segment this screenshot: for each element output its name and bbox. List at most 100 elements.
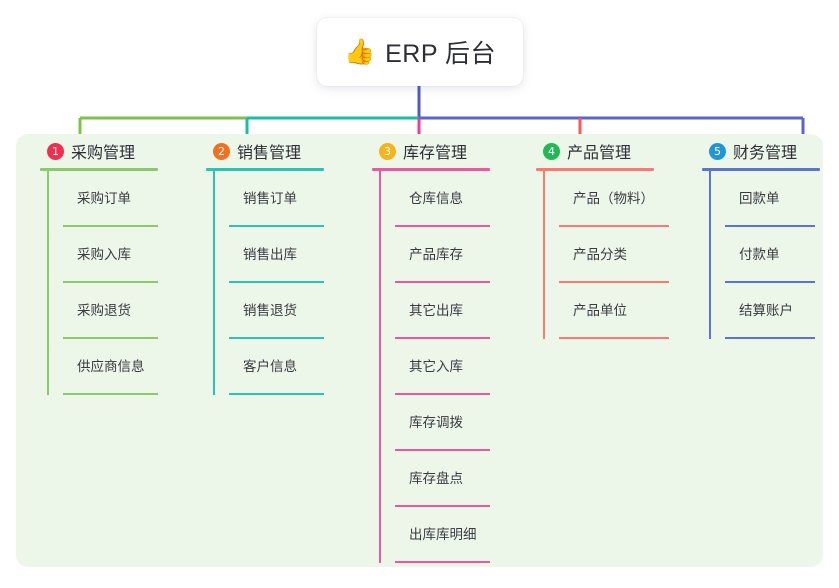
leaf-item-label: 结算账户: [739, 303, 793, 318]
leaf-item-label: 销售订单: [243, 191, 297, 206]
leaf-item[interactable]: 供应商信息: [63, 339, 158, 395]
leaf-item[interactable]: 采购入库: [63, 227, 158, 283]
leaf-item-label: 销售出库: [243, 247, 297, 262]
leaf-item[interactable]: 结算账户: [725, 283, 820, 339]
branch-header-purchase[interactable]: 1 采购管理: [24, 134, 158, 168]
leaf-item-underline: [725, 281, 815, 283]
leaf-item[interactable]: 采购订单: [63, 171, 158, 227]
leaf-item-label: 采购订单: [77, 191, 131, 206]
leaf-item-underline: [229, 337, 324, 339]
leaf-item-label: 采购入库: [77, 247, 131, 262]
leaf-item[interactable]: 库存调拨: [395, 395, 490, 451]
branch-header-product[interactable]: 4 产品管理: [520, 134, 654, 168]
root-node-title: ERP 后台: [385, 40, 497, 68]
leaf-item[interactable]: 销售订单: [229, 171, 324, 227]
branch-title-purchase: 采购管理: [71, 145, 136, 162]
branch-badge-purchase: 1: [47, 142, 64, 160]
root-node-content: 👍 ERP 后台: [344, 34, 496, 70]
branch-items-inventory: 仓库信息产品库存其它出库其它入库库存调拨库存盘点出库库明细: [379, 171, 490, 563]
leaf-item-underline: [559, 281, 669, 283]
leaf-item[interactable]: 其它入库: [395, 339, 490, 395]
leaf-item[interactable]: 产品单位: [559, 283, 669, 339]
branch-title-finance: 财务管理: [733, 145, 798, 162]
leaf-item-label: 产品库存: [409, 247, 463, 262]
leaf-item-underline: [63, 393, 158, 395]
branch-column-purchase: 1 采购管理采购订单采购入库采购退货供应商信息: [24, 134, 158, 395]
leaf-item-label: 产品（物料）: [573, 191, 654, 206]
branch-column-inventory: 3 库存管理仓库信息产品库存其它出库其它入库库存调拨库存盘点出库库明细: [356, 134, 490, 563]
leaf-item-label: 采购退货: [77, 303, 131, 318]
branch-column-sales: 2 销售管理销售订单销售出库销售退货客户信息: [190, 134, 324, 395]
branch-header-sales[interactable]: 2 销售管理: [190, 134, 324, 168]
leaf-item-underline: [63, 337, 158, 339]
thumbs-up-icon: 👍: [343, 37, 376, 66]
branch-items-finance: 回款单付款单结算账户: [709, 171, 820, 339]
leaf-item-label: 回款单: [739, 191, 780, 206]
leaf-item-underline: [725, 225, 815, 227]
leaf-item-underline: [725, 337, 815, 339]
leaf-item-label: 库存盘点: [409, 471, 463, 486]
branch-trunk-sales: [213, 171, 215, 395]
leaf-item-underline: [229, 393, 324, 395]
branch-title-inventory: 库存管理: [403, 145, 468, 162]
leaf-item[interactable]: 付款单: [725, 227, 820, 283]
leaf-item-underline: [395, 561, 490, 563]
branch-badge-inventory: 3: [379, 142, 396, 160]
leaf-item-label: 付款单: [739, 247, 780, 262]
branch-badge-product: 4: [543, 142, 560, 160]
leaf-item[interactable]: 产品（物料）: [559, 171, 669, 227]
branch-trunk-finance: [709, 171, 711, 339]
leaf-item[interactable]: 回款单: [725, 171, 820, 227]
leaf-item-label: 供应商信息: [77, 359, 145, 374]
branch-title-sales: 销售管理: [237, 145, 302, 162]
root-node-card[interactable]: 👍 ERP 后台: [317, 18, 523, 86]
leaf-item-underline: [229, 281, 324, 283]
branch-column-finance: 5 财务管理回款单付款单结算账户: [686, 134, 820, 339]
branch-title-product: 产品管理: [567, 145, 632, 162]
branch-header-inventory[interactable]: 3 库存管理: [356, 134, 490, 168]
branch-items-sales: 销售订单销售出库销售退货客户信息: [213, 171, 324, 395]
leaf-item[interactable]: 出库库明细: [395, 507, 490, 563]
branch-trunk-product: [543, 171, 545, 339]
leaf-item[interactable]: 仓库信息: [395, 171, 490, 227]
leaf-item-label: 客户信息: [243, 359, 297, 374]
leaf-item-underline: [63, 281, 158, 283]
branch-underline-finance: [702, 168, 820, 171]
leaf-item-label: 仓库信息: [409, 191, 463, 206]
leaf-item[interactable]: 采购退货: [63, 283, 158, 339]
branch-columns: 1 采购管理采购订单采购入库采购退货供应商信息 2 销售管理销售订单销售出库销售退货客…: [0, 134, 839, 567]
leaf-item[interactable]: 库存盘点: [395, 451, 490, 507]
leaf-item[interactable]: 产品库存: [395, 227, 490, 283]
leaf-item[interactable]: 其它出库: [395, 283, 490, 339]
leaf-item-underline: [395, 449, 490, 451]
leaf-item-underline: [395, 505, 490, 507]
leaf-item-label: 其它入库: [409, 359, 463, 374]
leaf-item-underline: [395, 393, 490, 395]
branch-underline-inventory: [372, 168, 490, 171]
leaf-item-underline: [63, 225, 158, 227]
branch-header-finance[interactable]: 5 财务管理: [686, 134, 820, 168]
branch-column-product: 4 产品管理产品（物料） 产品分类产品单位: [520, 134, 669, 339]
branch-badge-sales: 2: [213, 142, 230, 160]
branch-trunk-purchase: [47, 171, 49, 395]
leaf-item-underline: [395, 281, 490, 283]
leaf-item-label: 出库库明细: [409, 527, 477, 542]
leaf-item-underline: [229, 225, 324, 227]
branch-items-product: 产品（物料） 产品分类产品单位: [543, 171, 669, 339]
branch-badge-finance: 5: [709, 142, 726, 160]
leaf-item[interactable]: 客户信息: [229, 339, 324, 395]
leaf-item-label: 产品单位: [573, 303, 627, 318]
branch-trunk-inventory: [379, 171, 381, 563]
branch-underline-purchase: [40, 168, 158, 171]
leaf-item-underline: [559, 337, 669, 339]
leaf-item-label: 库存调拨: [409, 415, 463, 430]
leaf-item-underline: [395, 337, 490, 339]
leaf-item-label: 其它出库: [409, 303, 463, 318]
leaf-item[interactable]: 产品分类: [559, 227, 669, 283]
branch-underline-product: [536, 168, 654, 171]
leaf-item-underline: [395, 225, 490, 227]
leaf-item[interactable]: 销售退货: [229, 283, 324, 339]
leaf-item[interactable]: 销售出库: [229, 227, 324, 283]
leaf-item-label: 销售退货: [243, 303, 297, 318]
